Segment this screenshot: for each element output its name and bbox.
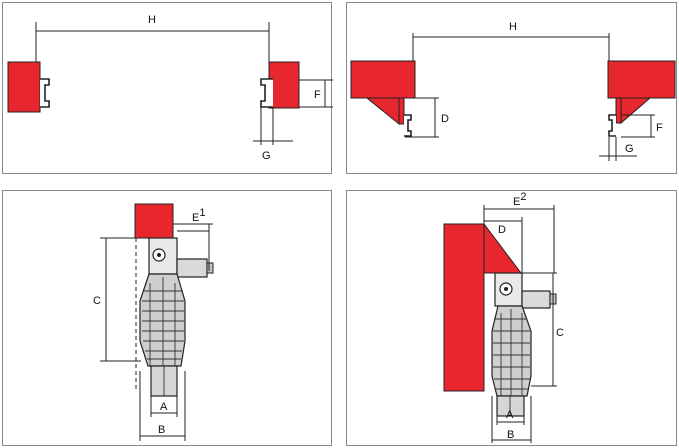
label-h: H bbox=[509, 21, 517, 33]
left-rail-channel bbox=[40, 78, 50, 108]
diagram-bottom-left: E1 C A B bbox=[93, 203, 214, 441]
label-h: H bbox=[148, 14, 156, 26]
right-rail-channel bbox=[260, 78, 273, 108]
motor bbox=[176, 258, 208, 278]
lift-column bbox=[496, 395, 525, 417]
left-beam bbox=[7, 61, 41, 113]
label-f: F bbox=[656, 122, 663, 134]
panel-bottom-right-bracket-drive: E2 D C A B bbox=[346, 190, 677, 446]
lift-body bbox=[139, 273, 186, 367]
label-a: A bbox=[160, 401, 168, 413]
right-rail-channel bbox=[608, 114, 616, 137]
panel-top-left-beam-span: H F G bbox=[2, 2, 333, 174]
left-beam bbox=[350, 60, 416, 99]
right-beam bbox=[268, 61, 300, 109]
label-c: C bbox=[93, 295, 101, 307]
diagram-top-right: H D F G bbox=[350, 21, 676, 161]
diagram-bottom-right: E2 D C A B bbox=[443, 191, 564, 443]
label-d: D bbox=[498, 224, 506, 236]
vertical-beam bbox=[443, 223, 485, 392]
right-bracket bbox=[620, 97, 652, 125]
label-a: A bbox=[506, 409, 514, 421]
panel-top-right-bracket-span: H D F G bbox=[346, 2, 677, 174]
left-bracket bbox=[365, 97, 400, 126]
lift-body bbox=[491, 305, 532, 397]
left-rail-channel bbox=[404, 114, 412, 137]
motor bbox=[521, 290, 551, 309]
label-f: F bbox=[314, 89, 321, 101]
label-e2: E2 bbox=[513, 191, 526, 208]
label-b: B bbox=[507, 429, 514, 441]
right-beam bbox=[607, 60, 676, 99]
beam-section bbox=[134, 203, 174, 239]
label-b: B bbox=[158, 424, 165, 436]
label-d: D bbox=[441, 113, 449, 125]
panel-bottom-left-drive-unit: E1 C A B bbox=[2, 190, 332, 446]
diagram-top-left: H F G bbox=[7, 14, 333, 162]
label-g: G bbox=[625, 143, 634, 155]
label-e1: E1 bbox=[192, 207, 205, 224]
label-g: G bbox=[262, 150, 271, 162]
label-c: C bbox=[556, 327, 564, 339]
